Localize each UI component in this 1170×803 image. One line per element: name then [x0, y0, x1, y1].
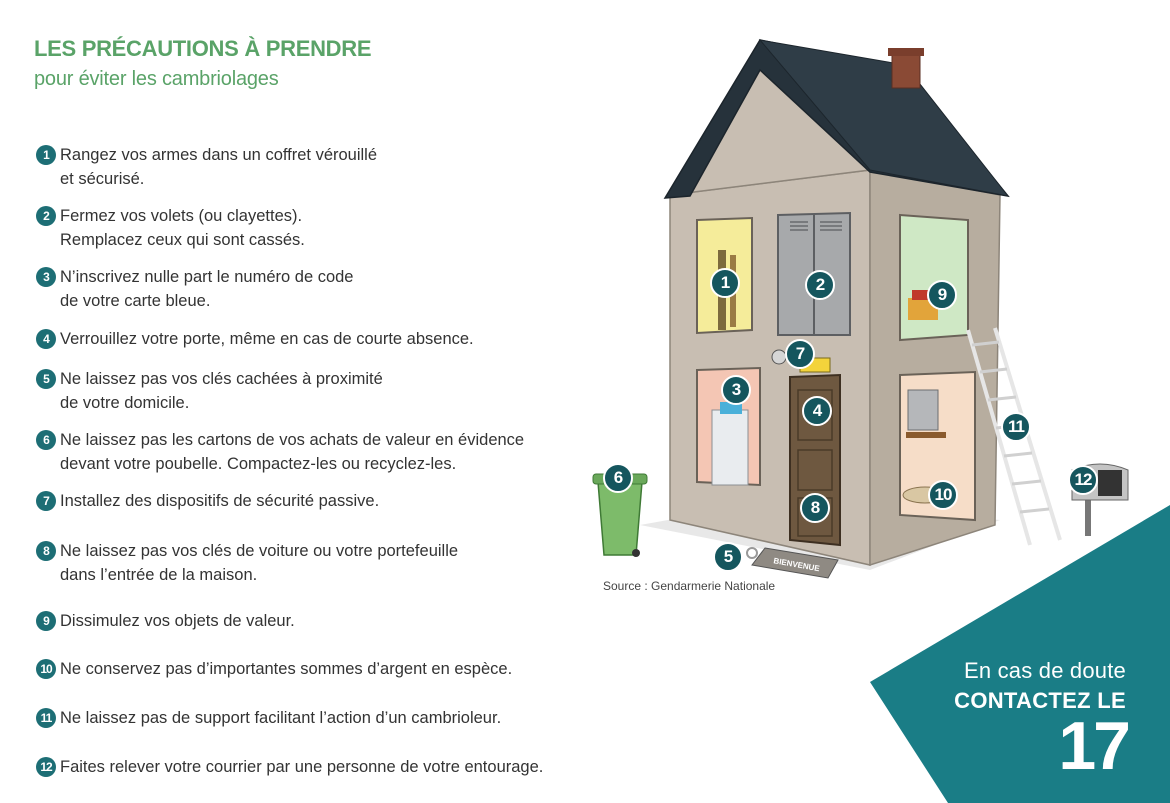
tip-text: Dissimulez vos objets de valeur.	[60, 612, 295, 630]
tip-item: 9 Dissimulez vos objets de valeur.	[36, 609, 295, 633]
tip-item: 2 Fermez vos volets (ou clayettes). Remp…	[36, 204, 305, 252]
badge-11: 11	[1001, 412, 1031, 442]
tip-item: 3 N’inscrivez nulle part le numéro de co…	[36, 265, 353, 313]
badge-5: 5	[713, 542, 743, 572]
tip-text: Rangez vos armes dans un coffret vérouil…	[60, 146, 378, 188]
badge-4: 4	[802, 396, 832, 426]
tip-text: Fermez vos volets (ou clayettes). Rempla…	[60, 207, 305, 249]
tip-item: 7 Installez des dispositifs de sécurité …	[36, 489, 379, 513]
tip-item: 6 Ne laissez pas les cartons de vos acha…	[36, 428, 524, 476]
tip-number: 7	[36, 491, 56, 511]
badge-9: 9	[927, 280, 957, 310]
tip-number: 1	[36, 145, 56, 165]
tip-item: 8 Ne laissez pas vos clés de voiture ou …	[36, 539, 458, 587]
badge-3: 3	[721, 375, 751, 405]
tip-item: 4 Verrouillez votre porte, même en cas d…	[36, 327, 474, 351]
tip-number: 11	[36, 708, 56, 728]
badge-6: 6	[603, 463, 633, 493]
tip-text: Ne conservez pas d’importantes sommes d’…	[60, 660, 513, 678]
badge-10: 10	[928, 480, 958, 510]
badge-1: 1	[710, 268, 740, 298]
tip-item: 10 Ne conservez pas d’importantes sommes…	[36, 657, 512, 681]
badge-7: 7	[785, 339, 815, 369]
callout-line2: CONTACTEZ LE	[954, 688, 1126, 713]
tip-number: 3	[36, 267, 56, 287]
tip-number: 5	[36, 369, 56, 389]
tip-number: 9	[36, 611, 56, 631]
tip-text: Ne laissez pas les cartons de vos achats…	[60, 431, 525, 473]
badge-2: 2	[805, 270, 835, 300]
tip-number: 12	[36, 757, 56, 777]
tip-item: 12 Faites relever votre courrier par une…	[36, 755, 543, 779]
badge-12: 12	[1068, 465, 1098, 495]
tip-text: Verrouillez votre porte, même en cas de …	[60, 330, 474, 348]
tip-number: 10	[36, 659, 56, 679]
tip-item: 11 Ne laissez pas de support facilitant …	[36, 706, 501, 730]
tip-item: 1 Rangez vos armes dans un coffret vérou…	[36, 143, 377, 191]
tip-text: Ne laissez pas de support facilitant l’a…	[60, 709, 502, 727]
tip-text: N’inscrivez nulle part le numéro de code…	[60, 268, 354, 310]
tip-number: 4	[36, 329, 56, 349]
tip-number: 8	[36, 541, 56, 561]
callout-line1: En cas de doute	[963, 658, 1126, 683]
tip-text: Ne laissez pas vos clés cachées à proxim…	[60, 370, 383, 412]
badge-8: 8	[800, 493, 830, 523]
emergency-number: 17	[1058, 708, 1131, 784]
tip-text: Faites relever votre courrier par une pe…	[60, 758, 544, 776]
tip-text: Ne laissez pas vos clés de voiture ou vo…	[60, 542, 459, 584]
tip-item: 5 Ne laissez pas vos clés cachées à prox…	[36, 367, 383, 415]
source-caption: Source : Gendarmerie Nationale	[603, 579, 776, 593]
tip-number: 2	[36, 206, 56, 226]
tip-text: Installez des dispositifs de sécurité pa…	[60, 492, 380, 510]
page-title: LES PRÉCAUTIONS À PRENDRE	[34, 36, 372, 61]
page-subtitle: pour éviter les cambriolages	[34, 68, 279, 90]
tip-number: 6	[36, 430, 56, 450]
